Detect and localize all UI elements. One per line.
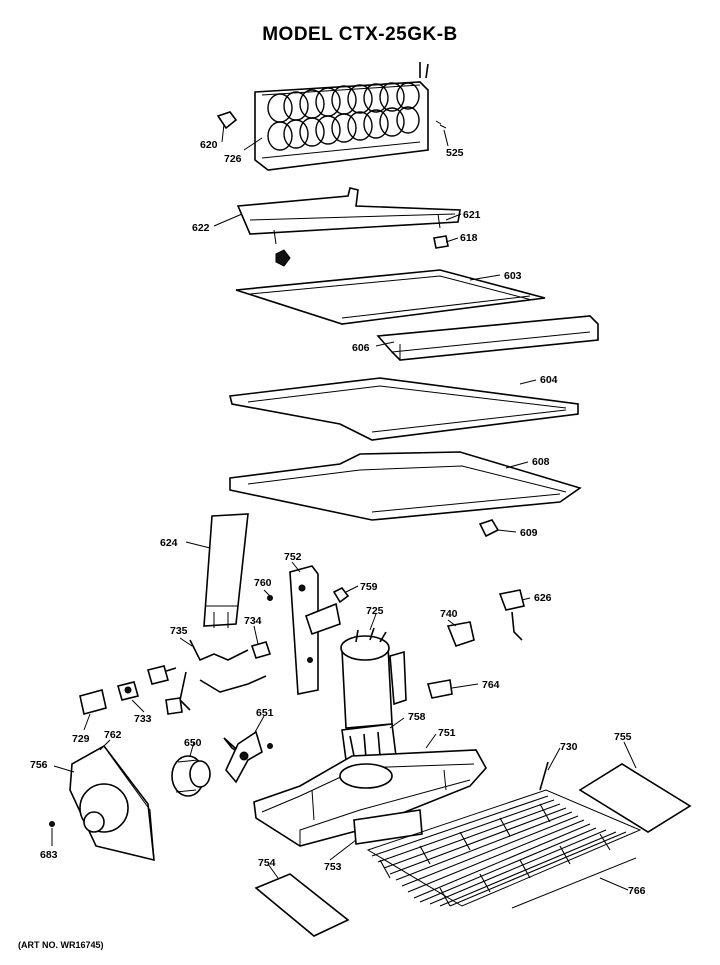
wire-harness-735[interactable] [147,639,267,715]
callout-756: 756 [30,759,48,771]
evaporator-cover-622[interactable] [236,187,461,245]
diagram-title: MODEL CTX-25GK-B [262,24,458,45]
clip-609[interactable] [478,519,500,538]
fan-shroud-756[interactable] [69,744,155,862]
rod-766[interactable] [511,857,637,909]
callout-620: 620 [200,139,218,151]
callout-730: 730 [560,741,578,753]
callout-603: 603 [504,270,522,282]
channel-753[interactable] [353,809,423,845]
thermostat-733[interactable] [117,681,139,701]
screw-760[interactable] [267,595,273,601]
callout-734: 734 [244,615,262,627]
callout-650: 650 [184,737,202,749]
callout-606: 606 [352,342,370,354]
callout-622: 622 [192,222,210,234]
callout-609: 609 [520,527,538,539]
compressor-725[interactable] [340,627,407,729]
shelf-603[interactable] [235,269,546,325]
callout-740: 740 [440,608,458,620]
screw-683[interactable] [49,821,55,827]
leader-lines [51,123,637,891]
callout-626: 626 [534,592,552,604]
callout-729: 729 [72,733,90,745]
callout-753: 753 [324,861,342,873]
callout-762: 762 [104,729,122,741]
callout-755: 755 [614,731,632,743]
callout-618: 618 [460,232,478,244]
callout-752: 752 [284,551,302,563]
callout-725: 725 [366,605,384,617]
sensor-618[interactable] [433,235,449,249]
art-number: (ART NO. WR16745) [18,940,104,950]
callout-759: 759 [360,581,378,593]
callout-624: 624 [160,537,178,549]
callout-735: 735 [170,625,188,637]
callout-608: 608 [532,456,550,468]
callout-525: 525 [446,147,464,159]
clip-620[interactable] [216,111,238,130]
condenser-730[interactable] [366,761,642,907]
base-pan-751[interactable] [253,749,487,847]
bracket-621-clip[interactable] [275,249,291,267]
fan-blade-651[interactable] [223,730,263,784]
callout-683: 683 [40,849,58,861]
terminal-764[interactable] [426,679,453,699]
panel-604[interactable] [229,377,579,441]
fan-motor-650[interactable] [171,755,211,797]
cover-755[interactable] [578,763,692,833]
callout-621: 621 [463,209,481,221]
callout-726: 726 [224,153,242,165]
callout-766: 766 [628,885,646,897]
rail-606[interactable] [376,315,599,361]
callout-733: 733 [134,713,152,725]
evaporator-coil-726[interactable] [254,62,429,171]
callout-764: 764 [482,679,500,691]
callout-760: 760 [254,577,272,589]
capacitor-734[interactable] [250,641,272,659]
callout-651: 651 [256,707,274,719]
overload-626[interactable] [498,589,525,641]
relay-740[interactable] [446,621,475,647]
plate-754[interactable] [254,873,350,937]
panel-608[interactable] [229,451,582,521]
part-729[interactable] [79,689,107,715]
callout-604: 604 [540,374,558,386]
bracket-752[interactable] [289,565,341,695]
screw-525[interactable] [435,120,447,129]
callout-751: 751 [438,727,456,739]
nut-651[interactable] [267,743,273,749]
callout-754: 754 [258,857,276,869]
callout-758: 758 [408,711,426,723]
duct-624[interactable] [203,513,249,628]
grommet-759[interactable] [332,586,350,604]
